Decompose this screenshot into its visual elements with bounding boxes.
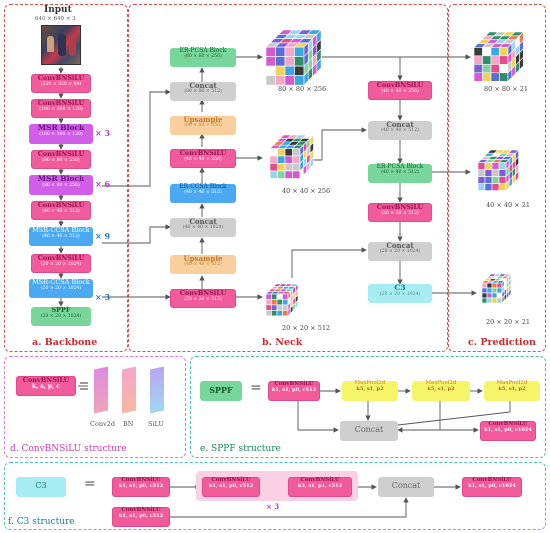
photo-person bbox=[58, 34, 66, 56]
input-image bbox=[41, 25, 81, 65]
panel-d-frame bbox=[4, 356, 186, 458]
neck-conv-1[interactable]: ConvBNSiLU(40 × 40 × 256) bbox=[170, 149, 236, 168]
panel-e-caption: e. SPPF structure bbox=[200, 444, 281, 454]
middle-conv-1[interactable]: ConvBNSiLU(40 × 40 × 256) bbox=[368, 81, 432, 100]
pred-cube-40 bbox=[477, 149, 520, 192]
prediction-caption: c. Prediction bbox=[468, 337, 536, 348]
panel-e-equals: = bbox=[250, 380, 262, 396]
msr-ccsa-block-1-multiplier: × 9 bbox=[95, 231, 111, 241]
neck-cube-40 bbox=[269, 134, 315, 180]
neck-caption: b. Neck bbox=[262, 337, 303, 348]
neck-cube-20 bbox=[265, 283, 299, 317]
neck-frame bbox=[128, 4, 448, 352]
neck-concat-2[interactable]: Concat(40 × 40 × 1024) bbox=[170, 218, 236, 237]
backbone-msr-block-2[interactable]: MSR Block(80 × 80 × 256) bbox=[29, 175, 93, 195]
backbone-sppf[interactable]: SPPF(20 × 20 × 1024) bbox=[31, 307, 91, 326]
backbone-conv-2[interactable]: ConvBNSiLU(160 × 160 × 128) bbox=[31, 99, 91, 118]
cube-label-20: 20 × 20 × 512 bbox=[282, 324, 331, 332]
neck-concat-1[interactable]: Concat(80 × 80 × 512) bbox=[170, 82, 236, 101]
cube-label-80: 80 × 80 × 256 bbox=[278, 85, 327, 93]
panel-f-repeat-label: × 3 bbox=[266, 502, 280, 511]
middle-concat-2[interactable]: Concat(20 × 20 × 1024) bbox=[368, 242, 432, 261]
backbone-msr-ccsa-block-2[interactable]: MSR-CCSA Block(20 × 20 × 1024) bbox=[29, 279, 93, 298]
panel-e-concat[interactable]: Concat bbox=[340, 421, 398, 441]
middle-er-pcsa-block[interactable]: ER-PCSA Block(40 × 40 × 512) bbox=[368, 163, 432, 183]
panel-d-caption: d. ConvBNSiLU structure bbox=[10, 444, 127, 454]
backbone-msr-ccsa-block-1[interactable]: MSR-CCSA Block(40 × 40 × 512) bbox=[29, 227, 93, 246]
pred-cube-80 bbox=[473, 31, 525, 83]
input-title: Input bbox=[44, 5, 72, 15]
backbone-conv-5[interactable]: ConvBNSiLU(20 × 20 × 1024) bbox=[31, 254, 91, 273]
photo-person bbox=[69, 38, 76, 56]
backbone-conv-1[interactable]: ConvBNSiLU(320 × 320 × 64) bbox=[31, 74, 91, 93]
neck-cube-80 bbox=[265, 29, 322, 86]
bn-label: BN bbox=[123, 420, 134, 428]
backbone-caption: a. Backbone bbox=[32, 337, 98, 348]
prediction-frame bbox=[448, 4, 546, 352]
pred-label-80: 80 × 80 × 21 bbox=[484, 85, 528, 93]
photo-person bbox=[47, 36, 54, 52]
pred-label-40: 40 × 40 × 21 bbox=[486, 201, 530, 209]
pred-label-20: 20 × 20 × 21 bbox=[486, 318, 530, 326]
pred-cube-20 bbox=[481, 273, 512, 304]
neck-er-pcsa-block[interactable]: ER-PCSA Block(80 × 80 × 256) bbox=[170, 47, 236, 67]
middle-c3[interactable]: C3(20 × 20 × 1024) bbox=[368, 284, 432, 303]
backbone-frame bbox=[4, 4, 128, 352]
msr-block-1-multiplier: × 3 bbox=[95, 128, 111, 138]
equals-sign bbox=[80, 382, 88, 390]
cube-label-40: 40 × 40 × 256 bbox=[282, 187, 331, 195]
backbone-conv-3[interactable]: ConvBNSiLU(80 × 80 × 256) bbox=[31, 150, 91, 169]
msr-ccsa-block-2-multiplier: × 3 bbox=[95, 292, 111, 302]
conv2d-label: Conv2d bbox=[90, 420, 116, 428]
panel-f-concat[interactable]: Concat bbox=[378, 477, 434, 497]
neck-upsample-1[interactable]: Upsample(80 × 80 × 256) bbox=[170, 116, 236, 135]
neck-conv-2[interactable]: ConvBNSiLU(20 × 20 × 512) bbox=[170, 289, 236, 308]
panel-f-caption: f. C3 structure bbox=[8, 517, 75, 527]
panel-e-sppf[interactable]: SPPF bbox=[200, 381, 242, 401]
msr-block-2-multiplier: × 6 bbox=[95, 179, 111, 189]
conv2d-layer bbox=[94, 366, 108, 414]
panel-e-frame bbox=[190, 356, 546, 458]
backbone-conv-4[interactable]: ConvBNSiLU(40 × 40 × 512) bbox=[31, 201, 91, 220]
panel-f-equals: = bbox=[84, 476, 96, 492]
input-dim: 640 × 640 × 3 bbox=[35, 16, 76, 22]
neck-er-ccsa-block[interactable]: ER-CCSA Block(40 × 40 × 512) bbox=[170, 183, 236, 203]
neck-upsample-2[interactable]: Upsample(40 × 40 × 512) bbox=[170, 255, 236, 274]
middle-conv-2[interactable]: ConvBNSiLU(20 × 20 × 512) bbox=[368, 203, 432, 222]
panel-f-frame bbox=[4, 462, 546, 530]
bn-layer bbox=[122, 366, 136, 414]
middle-concat-1[interactable]: Concat(40 × 40 × 512) bbox=[368, 121, 432, 140]
silu-label: SiLU bbox=[148, 420, 164, 428]
silu-layer bbox=[150, 366, 164, 414]
panel-f-c3[interactable]: C3 bbox=[16, 477, 66, 497]
backbone-msr-block-1[interactable]: MSR Block(160 × 160 × 128) bbox=[29, 124, 93, 144]
